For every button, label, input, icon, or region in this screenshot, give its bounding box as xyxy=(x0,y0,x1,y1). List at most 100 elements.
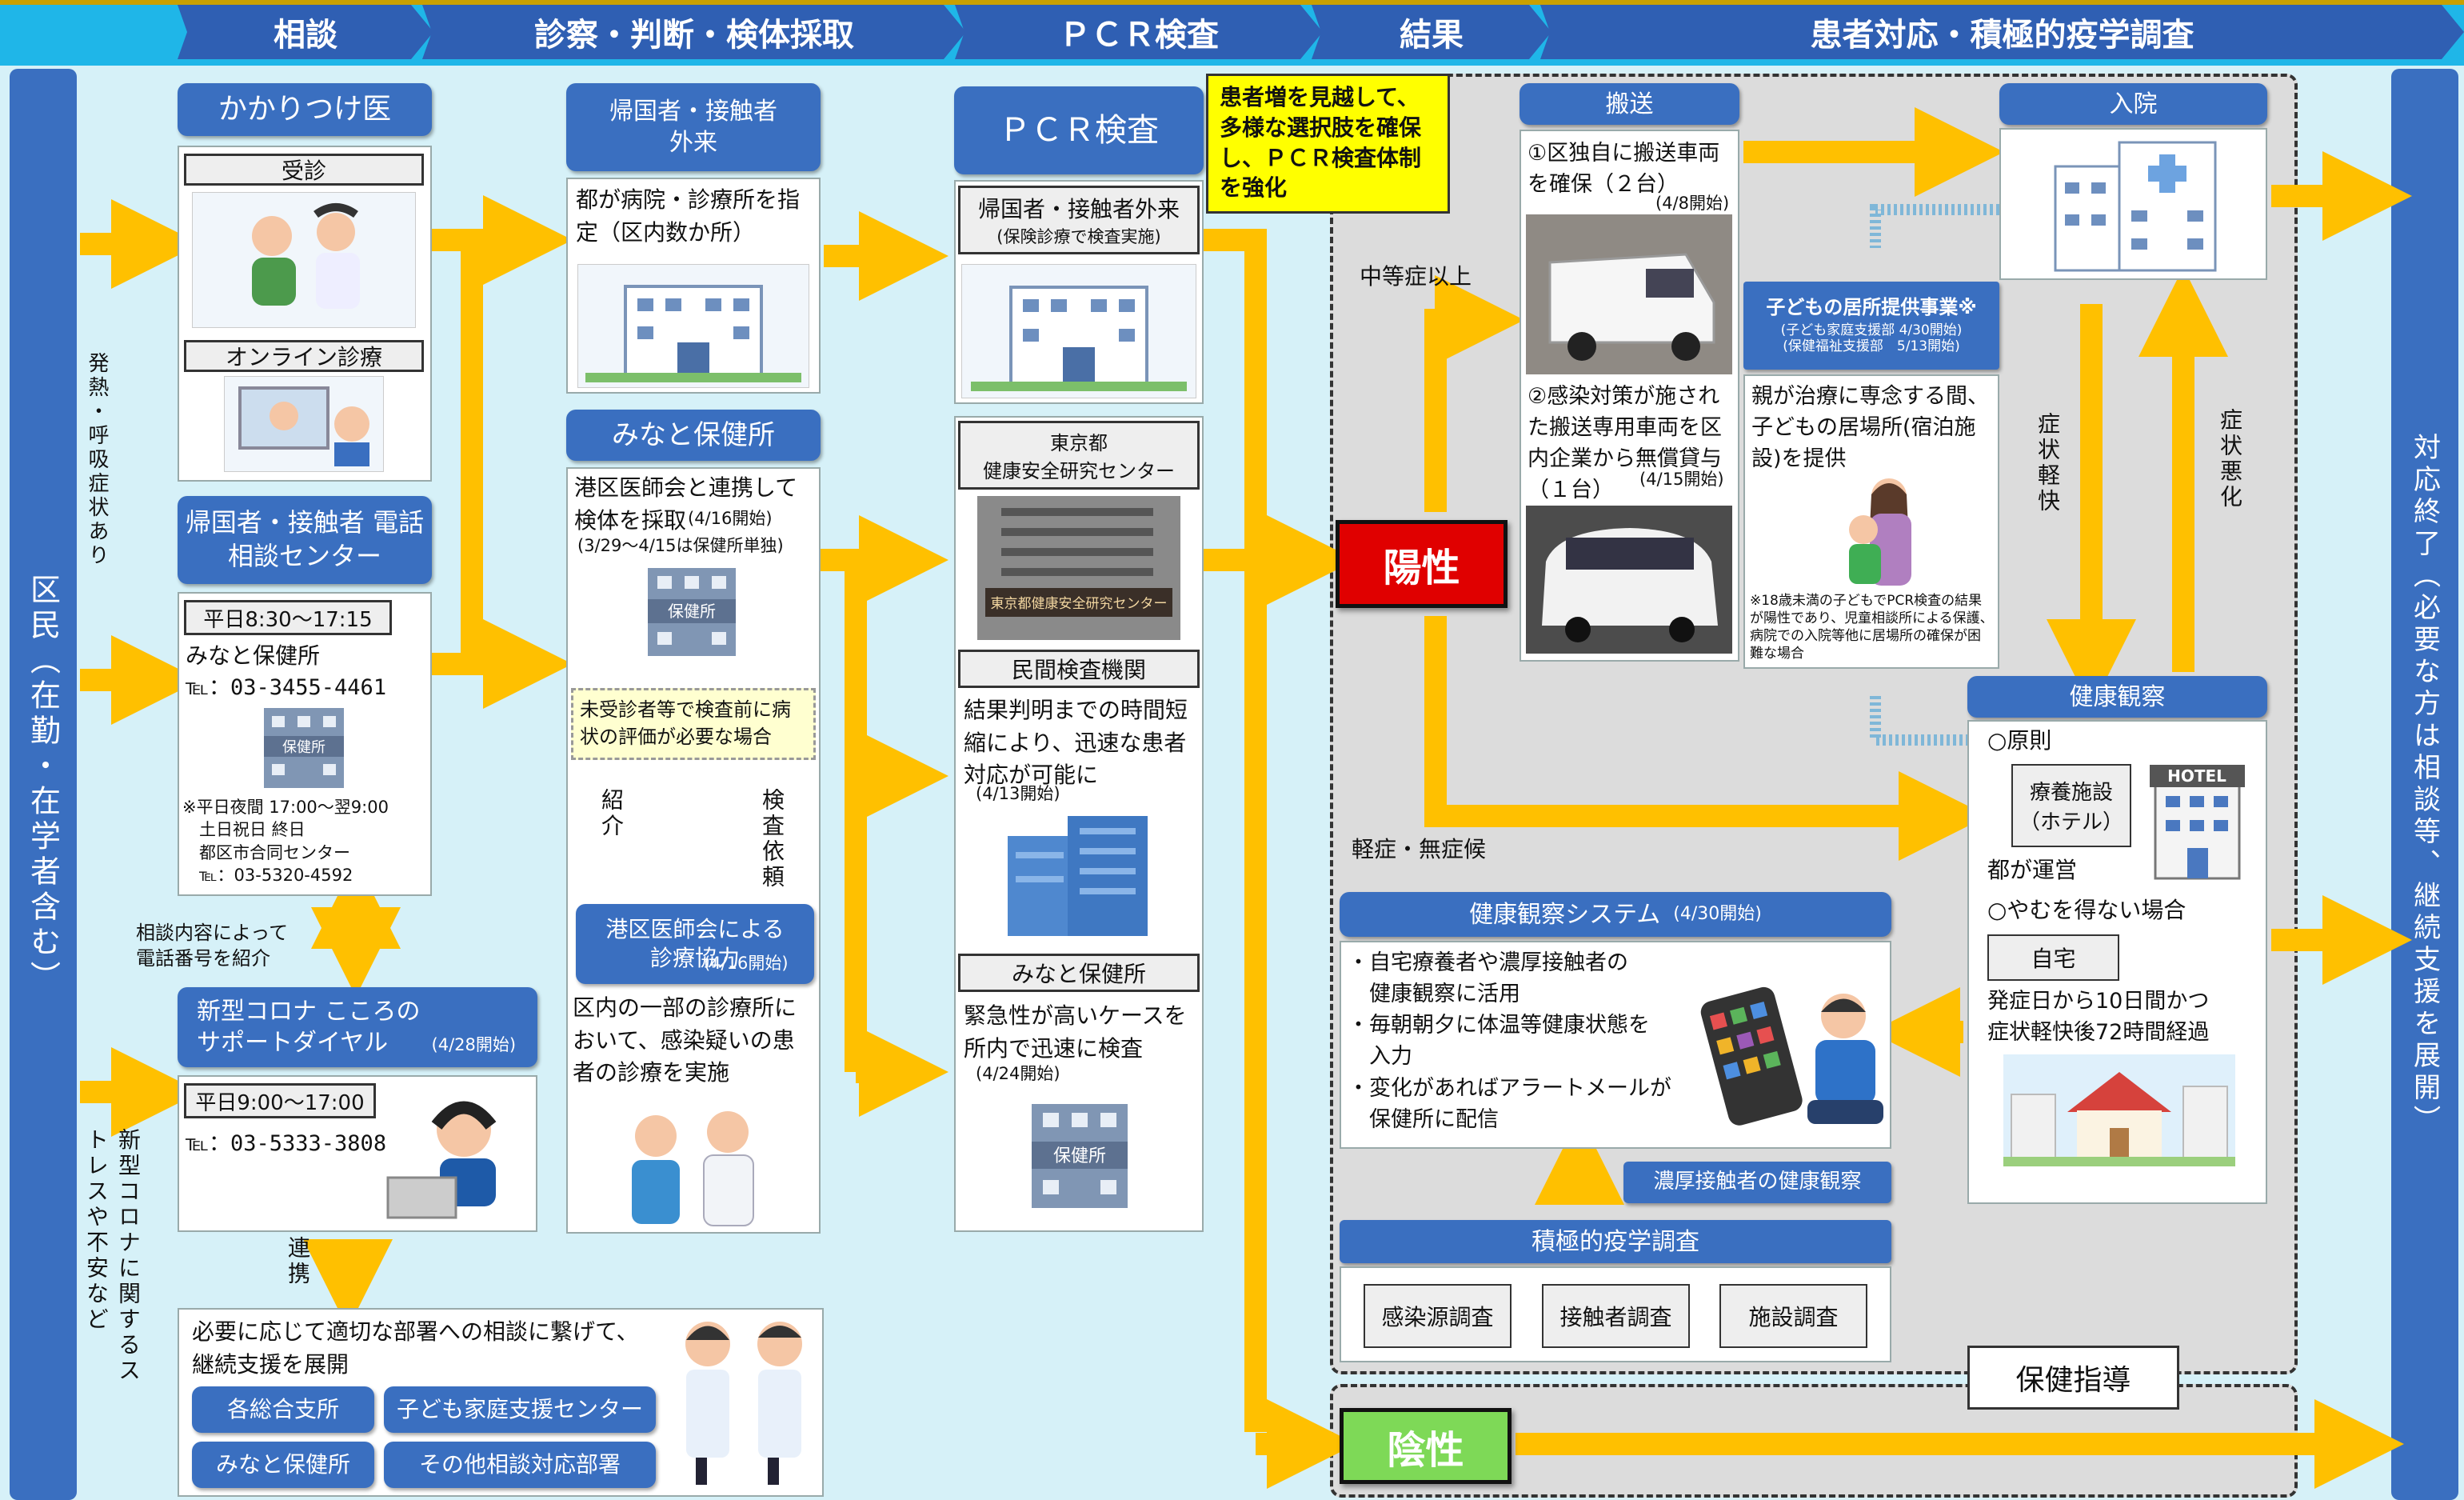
shokai-label: 紹介 xyxy=(598,788,625,839)
kodomo-text: 親が治療に専念する間、子どもの居場所(宿泊施設)を提供 xyxy=(1751,384,1989,472)
hokenjo-building-icon-3: 保健所 xyxy=(1024,1100,1136,1212)
ryouyou-box: 療養施設 （ホテル） xyxy=(2011,764,2131,847)
night-note: ※平日夜間 17:00～翌9:00 土日祝日 終日 都区市合同センター ℡：03… xyxy=(182,798,389,886)
stress-label: 新型コロナに関するストレスや不安など xyxy=(83,1128,142,1384)
minato-text: 緊急性が高いケースを所内で迅速に検査 xyxy=(964,1002,1187,1062)
operator-illustration xyxy=(376,1082,520,1226)
hospital-text: 都が病院・診療所を指定（区内数か所） xyxy=(576,186,801,246)
hours2: 平日9:00～17:00 xyxy=(184,1083,376,1118)
hospital-building-illustration xyxy=(577,264,809,388)
kakaritsuke-header: かかりつけ医 xyxy=(178,83,432,136)
staff-illustration xyxy=(672,1312,816,1488)
kodomo-sub: (子ども家庭支援部 4/30開始) (保健福祉支援部 5/13開始) xyxy=(1780,322,1963,355)
hansou2-text: ②感染対策が施された搬送専用車両を区内企業から無償貸与（１台） xyxy=(1528,384,1722,503)
ishikai-note: (3/29～4/15は保健所単独) xyxy=(577,536,784,555)
ishikai-box-title: 港区医師会による 診療協力 xyxy=(605,915,785,971)
system-header: 健康観察システム (4/30開始) xyxy=(1340,892,1891,937)
left-label-bar: 区民（在勤・在学者含む） xyxy=(10,69,77,1500)
gairai-title: 帰国者・接触者外来 xyxy=(977,196,1180,222)
header-top-line xyxy=(0,0,2464,5)
ishikai-box-header: 港区医師会による 診療協力 xyxy=(576,904,814,984)
chutoushou-label: 中等症以上 xyxy=(1360,263,1472,290)
keishou-label: 軽症・無症候 xyxy=(1352,836,1487,862)
chousa-kansengen: 感染源調査 xyxy=(1364,1284,1512,1348)
hotel-illustration: HOTEL xyxy=(2143,760,2251,880)
ishikai-box-text: 区内の一部の診療所において、感染疑いの患者の診療を実施 xyxy=(573,994,797,1086)
system-date: (4/30開始) xyxy=(1673,903,1762,924)
lab-building-illustration xyxy=(992,812,1168,940)
jitaku-box: 自宅 xyxy=(1987,934,2119,981)
hansou1-text: ①区独自に搬送車両を確保（２台） xyxy=(1528,141,1720,198)
kodomo-title: 子どもの居所提供事業※ xyxy=(1766,296,1977,319)
tokyo-lab-photo: 東京都健康安全研究センター xyxy=(977,496,1180,640)
hokenjo-sign-2: 保健所 xyxy=(668,602,716,621)
kensa-irai-label: 検査依頼 xyxy=(759,788,785,890)
gensoku-label: ○原則 xyxy=(1987,727,2052,754)
hokenjo-building-icon-2: 保健所 xyxy=(640,564,744,660)
step-shinsatsu: 診察・判断・検体採取 xyxy=(422,5,966,59)
kokoro-header: 新型コロナ こころの サポートダイヤル(4/28開始) xyxy=(178,987,537,1067)
dept-other[interactable]: その他相談対応部署 xyxy=(384,1442,656,1488)
minato-hokenjo-header: みなと保健所 xyxy=(566,410,821,461)
yellow-note: 未受診者等で検査前に病状の評価が必要な場合 xyxy=(571,688,816,760)
renkei-label: 連携 xyxy=(285,1236,311,1287)
soudan-note: 相談内容によって 電話番号を紹介 xyxy=(136,922,289,970)
minato-name: みなと保健所 xyxy=(186,642,321,669)
hokenjo-sign-1: 保健所 xyxy=(282,739,325,756)
ishikai-text: 港区医師会と連携して検体を採取 xyxy=(574,474,798,534)
jushin-label: 受診 xyxy=(184,154,424,186)
dept-sougou[interactable]: 各総合支所 xyxy=(192,1386,374,1433)
mother-child-illustration xyxy=(1831,472,1927,588)
dept-minato[interactable]: みなと保健所 xyxy=(192,1442,374,1488)
phone2: ℡：03-5333-3808 xyxy=(186,1131,387,1156)
smartphone-user-illustration xyxy=(1695,968,1887,1136)
dept-kodomo[interactable]: 子ども家庭支援センター xyxy=(384,1386,656,1433)
support-text: 必要に応じて適切な部署への相談に繋げて、 継続支援を展開 xyxy=(192,1318,639,1378)
kodomo-note: ※18歳未満の子どもでPCR検査の結果が陽性であり、児童相談所による保護、病院で… xyxy=(1750,593,1994,662)
kodomo-header: 子どもの居所提供事業※ (子ども家庭支援部 4/30開始) (保健福祉支援部 5/… xyxy=(1743,282,1999,370)
gairai-sub: (保険診療で検査実施) xyxy=(996,227,1161,246)
right-label-bar: 対応終了（必要な方は相談等、継続支援を展開） xyxy=(2391,69,2458,1500)
nyuin-header: 入院 xyxy=(1999,83,2267,125)
hansou2-date: (4/15開始) xyxy=(1639,470,1724,489)
tonounei-label: 都が運営 xyxy=(1987,857,2078,883)
van-photo-1 xyxy=(1526,214,1732,374)
house-illustration xyxy=(2003,1054,2235,1166)
hansou1-date: (4/8開始) xyxy=(1655,194,1730,213)
sekkyoku-header: 積極的疫学調査 xyxy=(1340,1220,1891,1263)
van-photo-2 xyxy=(1526,506,1732,654)
minato-label: みなと保健所 xyxy=(958,954,1200,992)
pcr-note: 患者増を見越して、多様な選択肢を確保し、ＰＣＲ検査体制を強化 xyxy=(1206,74,1450,214)
online-label: オンライン診療 xyxy=(184,340,424,372)
tokyo-label: 東京都 健康安全研究センター xyxy=(958,421,1200,490)
yamuwo-label: ○やむを得ない場合 xyxy=(1987,897,2186,923)
pcr-header: ＰＣＲ検査 xyxy=(954,86,1204,174)
ishikai-box-date: (4/16開始) xyxy=(704,954,789,973)
step-pcr: ＰＣＲ検査 xyxy=(955,5,1323,59)
kenkou-header: 健康観察 xyxy=(1967,676,2267,718)
minkan-text: 結果判明までの時間短縮により、迅速な患者対応が可能に xyxy=(964,697,1188,789)
kikan-text: 発症日から10日間かつ 症状軽快後72時間経過 xyxy=(1987,989,2210,1046)
hansou-header: 搬送 xyxy=(1520,83,1739,125)
symptom-label: 発熱・呼吸症状あり xyxy=(85,352,109,568)
hours1: 平日8:30～17:15 xyxy=(184,600,392,635)
hotel-sign: HOTEL xyxy=(2167,766,2226,786)
clinic-illustration xyxy=(608,1096,784,1228)
kikoku-center-header: 帰国者・接触者 電話相談センター xyxy=(178,496,432,584)
hokenjo-sign-3: 保健所 xyxy=(1053,1146,1106,1166)
minkan-date: (4/13開始) xyxy=(976,784,1060,803)
step-soudan: 相談 xyxy=(178,5,433,59)
positive-result: 陽性 xyxy=(1336,520,1508,608)
kokoro-title: 新型コロナ こころの サポートダイヤル xyxy=(197,998,421,1057)
shoujou-akka-label: 症状悪化 xyxy=(2217,408,2243,510)
tokyo-building-sign: 東京都健康安全研究センター xyxy=(991,596,1168,612)
online-illustration xyxy=(224,376,384,472)
hospital-illustration xyxy=(2047,134,2223,274)
minato-date: (4/24開始) xyxy=(976,1064,1060,1083)
phone1: ℡：03-3455-4461 xyxy=(186,675,387,700)
negative-result: 陰性 xyxy=(1340,1408,1512,1484)
system-title: 健康観察システム xyxy=(1469,900,1661,929)
hoken-shidou-label: 保健指導 xyxy=(1967,1346,2179,1410)
gairai-label: 帰国者・接触者外来 (保険診療で検査実施) xyxy=(958,186,1200,254)
shoujou-keikai-label: 症状軽快 xyxy=(2035,412,2061,514)
